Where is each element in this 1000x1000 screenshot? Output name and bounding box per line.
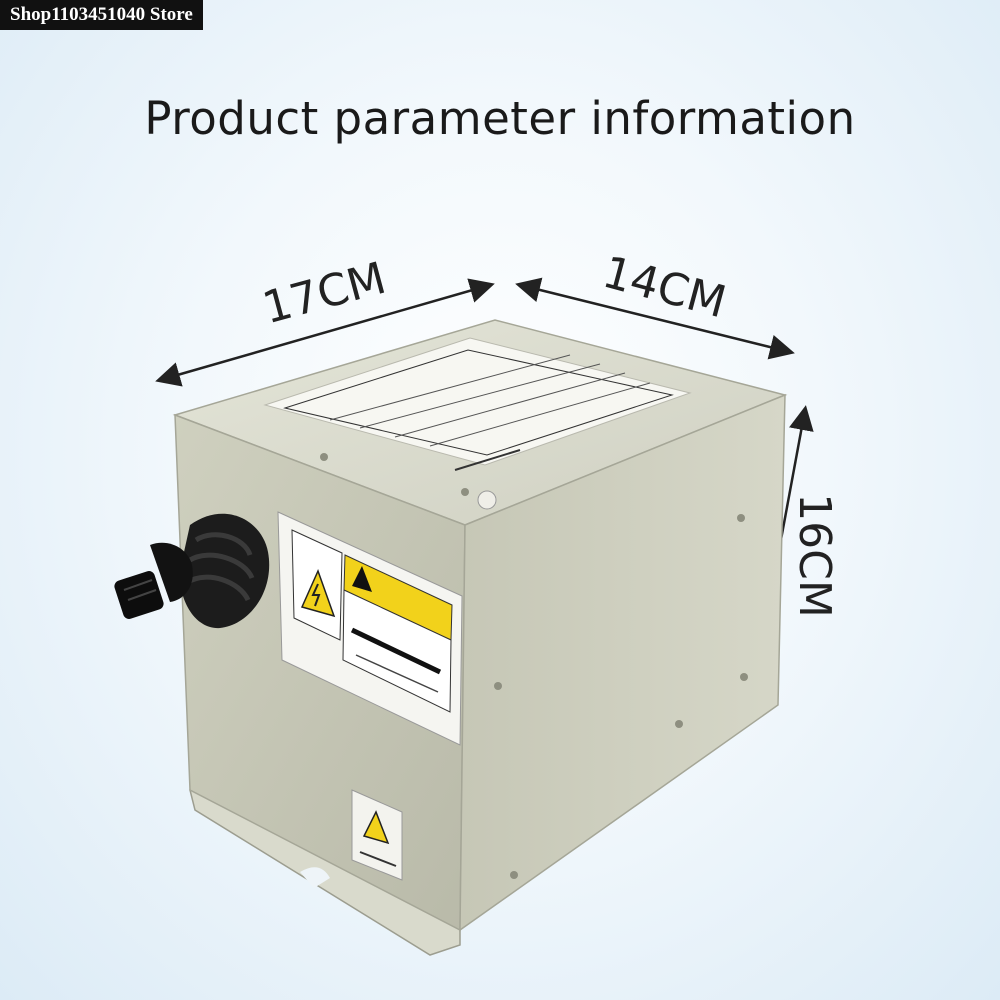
high-voltage-icon bbox=[300, 568, 336, 618]
depth-arrow bbox=[515, 277, 795, 360]
screw-icon bbox=[740, 673, 748, 681]
height-dimension-label: 16CM bbox=[788, 493, 840, 618]
store-name-badge: Shop1103451040 Store bbox=[0, 0, 203, 30]
screw-icon bbox=[461, 488, 469, 496]
screw-icon bbox=[320, 453, 328, 461]
ground-warning-icon bbox=[362, 810, 390, 845]
width-arrow bbox=[155, 278, 495, 387]
screw-icon bbox=[675, 720, 683, 728]
warning-triangle-icon bbox=[352, 566, 372, 592]
page-title: Product parameter information bbox=[144, 92, 856, 145]
warning-label bbox=[277, 511, 463, 746]
screw-icon bbox=[510, 871, 518, 879]
hv-output-connector bbox=[114, 513, 270, 629]
screw-icon bbox=[737, 514, 745, 522]
ground-label bbox=[351, 789, 403, 881]
qc-sticker-icon bbox=[477, 490, 497, 510]
screw-icon bbox=[494, 682, 502, 690]
box-side bbox=[459, 393, 786, 932]
nameplate-label bbox=[263, 337, 692, 471]
